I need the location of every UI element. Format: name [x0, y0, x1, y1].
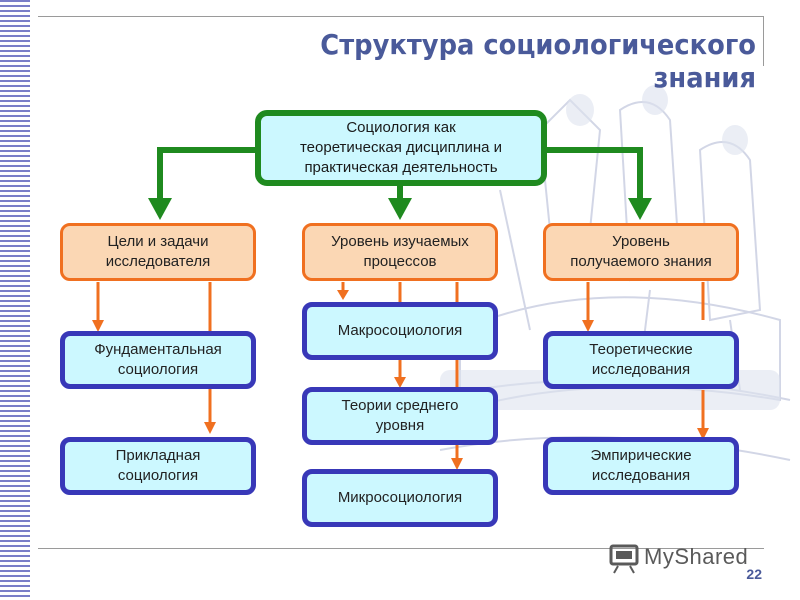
leaf-empirical: Эмпирические исследования	[543, 437, 739, 495]
title-rule-top	[38, 16, 764, 17]
leaf-middle-range-label: Теории среднего уровня	[341, 397, 459, 434]
leaf-applied: Прикладная социология	[60, 437, 256, 495]
slide-title: Структура социологического знания	[320, 28, 756, 94]
leaf-theoretical-label: Теоретические исследования	[589, 341, 693, 378]
category-knowledge-level-label: Уровень получаемого знания	[570, 233, 712, 270]
root-to-cat1-connector	[157, 147, 255, 200]
arrowhead-cat1	[148, 198, 172, 220]
leaf-fundamental-label: Фундаментальная социология	[94, 341, 222, 378]
category-goals-label: Цели и задачи исследователя	[105, 233, 211, 270]
title-rule-right	[763, 16, 764, 66]
leaf-applied-label: Прикладная социология	[115, 447, 201, 484]
logo-icon	[609, 544, 639, 574]
slide-number: 22	[746, 566, 762, 582]
root-to-cat3-connector	[547, 147, 643, 200]
root-node: Социология как теоретическая дисциплина …	[255, 110, 547, 186]
arrowhead-cat3	[628, 198, 652, 220]
leaf-fundamental: Фундаментальная социология	[60, 331, 256, 389]
category-process-level-label: Уровень изучаемых процессов	[331, 233, 469, 270]
logo-text: MyShared	[644, 544, 749, 569]
leaf-empirical-label: Эмпирические исследования	[590, 447, 692, 484]
category-knowledge-level: Уровень получаемого знания	[543, 223, 739, 281]
root-node-label: Социология как теоретическая дисциплина …	[299, 119, 503, 176]
leaf-micro-label: Микросоциология	[337, 489, 463, 506]
category-process-level: Уровень изучаемых процессов	[302, 223, 498, 281]
leaf-macro-label: Макросоциология	[337, 322, 463, 339]
leaf-macro: Макросоциология	[302, 302, 498, 360]
leaf-middle-range: Теории среднего уровня	[302, 387, 498, 445]
footer-rule	[38, 548, 764, 549]
arrowhead-cat2	[388, 198, 412, 220]
leaf-micro: Микросоциология	[302, 469, 498, 527]
myshared-logo: MyShared	[608, 540, 768, 576]
left-decorative-stripe	[0, 0, 30, 600]
leaf-theoretical: Теоретические исследования	[543, 331, 739, 389]
category-goals: Цели и задачи исследователя	[60, 223, 256, 281]
